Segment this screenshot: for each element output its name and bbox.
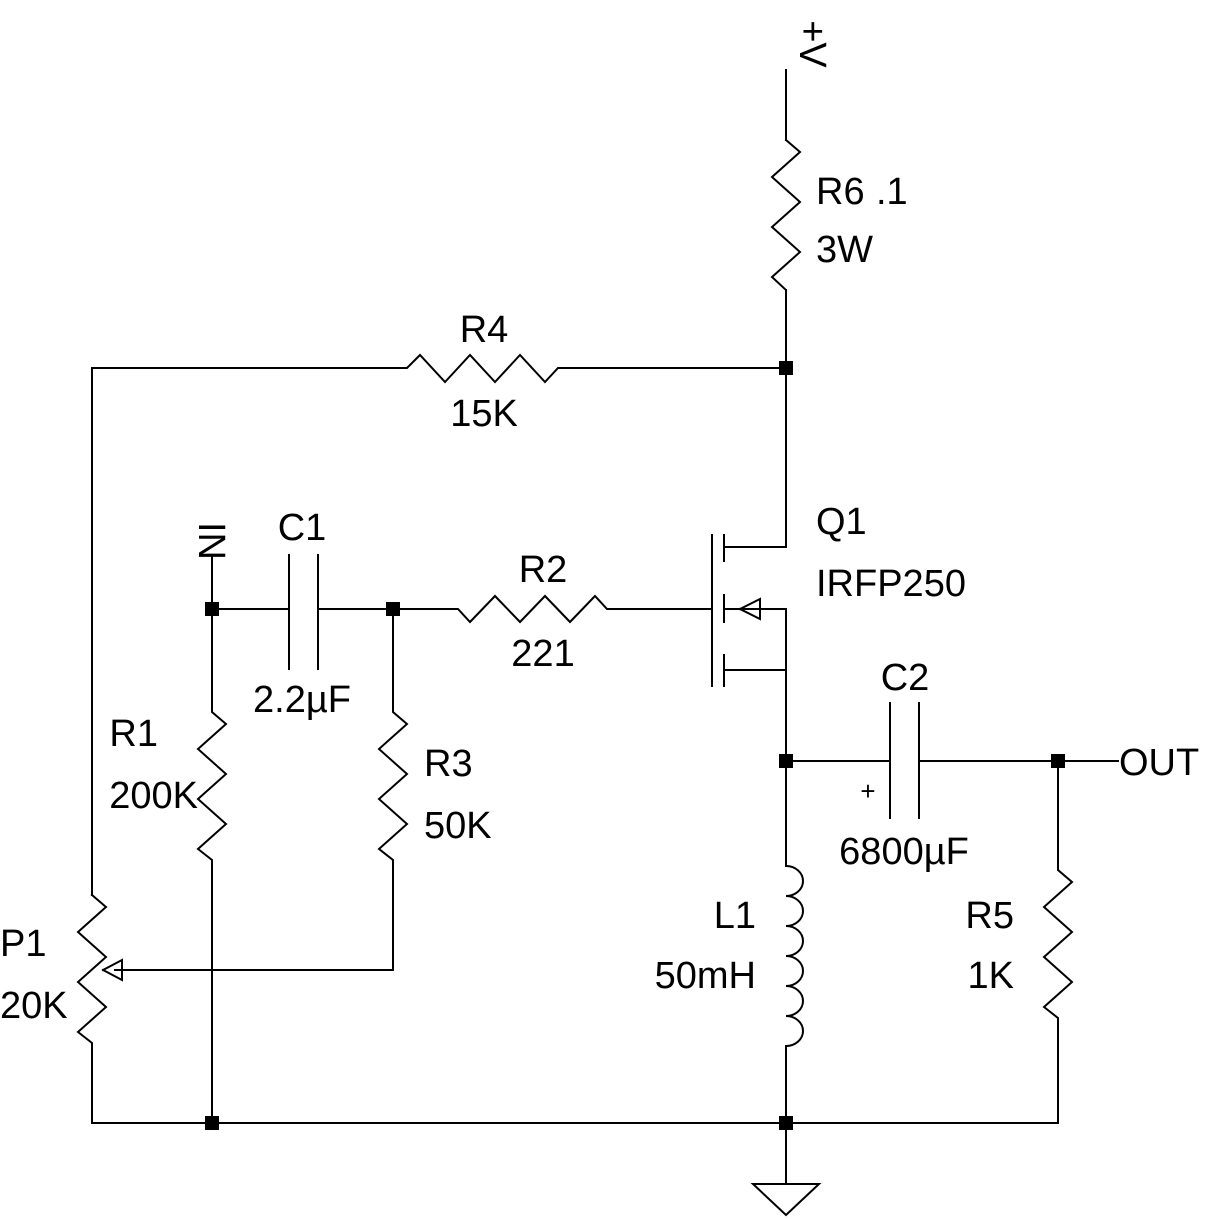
resistor-r5: R5 1K bbox=[965, 760, 1074, 1124]
junction-dot bbox=[779, 1116, 793, 1130]
r1-value: 200K bbox=[109, 775, 198, 817]
ground-symbol bbox=[750, 1183, 822, 1217]
r2-ref: R2 bbox=[519, 549, 568, 591]
p1-wiper-arrow bbox=[101, 958, 123, 982]
c2-polarity: + bbox=[860, 776, 875, 806]
junction-dots bbox=[205, 361, 1065, 1130]
c2-value: 6800µF bbox=[839, 831, 969, 873]
supply-terminal: +V bbox=[785, 20, 833, 141]
capacitor-c2: + C2 6800µF bbox=[785, 657, 1059, 873]
r4-value: 15K bbox=[450, 393, 518, 435]
l1-value: 50mH bbox=[655, 955, 756, 997]
r4-ref: R4 bbox=[460, 309, 509, 351]
c1-ref: C1 bbox=[278, 507, 327, 549]
junction-dot bbox=[779, 361, 793, 375]
resistor-r3: R3 50K bbox=[114, 608, 492, 971]
r1-ref: R1 bbox=[109, 713, 158, 755]
c1-value: 2.2µF bbox=[253, 679, 351, 721]
inductor-l1: L1 50mH bbox=[655, 864, 804, 1124]
output-label: OUT bbox=[1119, 742, 1199, 784]
r2-value: 221 bbox=[511, 633, 574, 675]
input-terminal: IN bbox=[190, 522, 232, 610]
resistor-r2: R2 221 bbox=[392, 549, 713, 675]
junction-dot bbox=[205, 1116, 219, 1130]
p1-value: 20K bbox=[0, 985, 68, 1027]
r3-ref: R3 bbox=[424, 743, 473, 785]
p1-ref: P1 bbox=[0, 923, 46, 965]
potentiometer-p1: P1 20K bbox=[0, 893, 123, 1124]
r5-value: 1K bbox=[968, 955, 1014, 997]
ground-bus bbox=[91, 1122, 1059, 1184]
junction-dot bbox=[1051, 754, 1065, 768]
q1-ref: Q1 bbox=[816, 501, 867, 543]
junction-dot bbox=[205, 602, 219, 616]
supply-label: +V bbox=[791, 20, 833, 68]
mosfet-q1: Q1 IRFP250 bbox=[711, 501, 966, 687]
resistor-r4: R4 15K bbox=[91, 309, 787, 896]
r6-ref: R6 bbox=[816, 171, 865, 213]
r6-value: .1 bbox=[876, 171, 908, 213]
l1-ref: L1 bbox=[714, 895, 756, 937]
q1-arrow bbox=[738, 597, 761, 621]
r5-ref: R5 bbox=[965, 895, 1014, 937]
junction-dot bbox=[386, 602, 400, 616]
resistor-r1: R1 200K bbox=[109, 608, 228, 1124]
c2-ref: C2 bbox=[881, 657, 930, 699]
input-label: IN bbox=[190, 522, 232, 560]
resistor-r6: R6 .1 3W bbox=[770, 138, 908, 369]
r6-rating: 3W bbox=[816, 229, 873, 271]
output-terminal: OUT bbox=[1057, 742, 1199, 784]
junction-dot bbox=[779, 754, 793, 768]
r3-value: 50K bbox=[424, 805, 492, 847]
q1-part: IRFP250 bbox=[816, 563, 966, 605]
capacitor-c1: C1 2.2µF bbox=[211, 507, 394, 721]
